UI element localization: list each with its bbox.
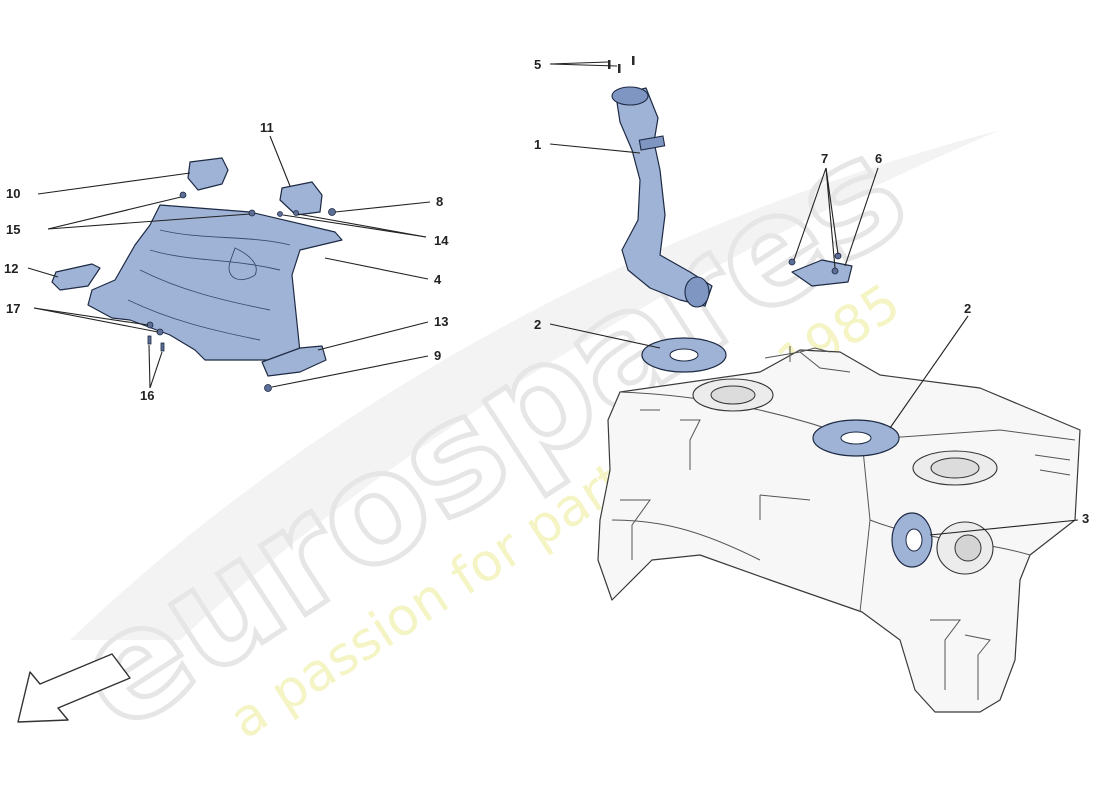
heat-shield-contour [127, 229, 291, 341]
heat-shield-assembly [51, 157, 343, 392]
leader-2a [549, 323, 661, 349]
leader-14b [297, 213, 427, 238]
nut-8 [328, 208, 336, 216]
nut-14a [277, 211, 283, 217]
bolt-16a [147, 335, 152, 345]
leader-7b [825, 167, 839, 255]
nut-7a [788, 258, 796, 266]
nut-15a [179, 191, 187, 199]
leader-lines [27, 61, 1079, 536]
leader-7c [825, 167, 836, 269]
leader-17a [33, 307, 149, 326]
fuel-tank-body [597, 349, 1081, 713]
screw-5b [618, 64, 621, 73]
filler-neck-clamp [638, 135, 666, 151]
leader-6 [844, 167, 879, 267]
leader-15b [47, 213, 251, 230]
tank-pump-ring-left-inner [710, 385, 756, 405]
callout-6: 6 [875, 151, 882, 166]
callout-14: 14 [434, 233, 449, 248]
leader-8 [334, 201, 431, 213]
callout-13: 13 [434, 314, 448, 329]
callout-2-right: 2 [964, 301, 971, 316]
fuel-tank [597, 346, 1081, 713]
shield-11 [279, 181, 323, 216]
tank-pump-ring-right-inner [930, 457, 980, 479]
callout-10: 10 [6, 186, 20, 201]
leader-17b [33, 307, 159, 333]
bolt-9 [264, 384, 272, 392]
fasteners-group [146, 191, 336, 392]
leader-16a [148, 344, 151, 389]
callout-8: 8 [436, 194, 443, 209]
tank-side-port-inner [954, 534, 982, 562]
gasket-2-on-tank-hole [840, 431, 872, 445]
leader-4 [324, 257, 429, 280]
leader-2b [889, 315, 969, 429]
bolt-16b [160, 342, 165, 352]
nut-15b [248, 209, 256, 217]
leader-10 [37, 172, 191, 195]
leader-9 [271, 355, 429, 388]
callout-4: 4 [434, 272, 442, 287]
screw-5c [632, 56, 635, 65]
nut-7c [831, 267, 839, 275]
callout-2-left: 2 [534, 317, 541, 332]
leader-13 [317, 321, 429, 351]
direction-arrow [17, 653, 131, 723]
leader-14a [282, 214, 427, 238]
leader-1 [549, 143, 641, 154]
leader-12 [27, 267, 59, 278]
gaskets [641, 337, 727, 373]
leader-11 [269, 135, 291, 187]
callout-1: 1 [534, 137, 541, 152]
filler-hose-clamp [684, 276, 710, 308]
screw-5a [608, 60, 611, 69]
callout-16: 16 [140, 388, 154, 403]
watermark-swoosh [70, 130, 1000, 640]
callout-7: 7 [821, 151, 828, 166]
filler-neck-assembly [608, 56, 713, 308]
gasket-2-loose-hole [669, 348, 699, 362]
shield-13 [261, 345, 327, 377]
callout-17: 17 [6, 301, 20, 316]
callout-9: 9 [434, 348, 441, 363]
shield-12 [51, 263, 101, 291]
leader-5a [549, 61, 609, 65]
callout-3: 3 [1082, 511, 1089, 526]
callout-15: 15 [6, 222, 20, 237]
leader-5b [549, 63, 618, 67]
callout-11: 11 [260, 120, 274, 135]
filler-cap-flange [611, 86, 649, 106]
screws-5 [608, 56, 635, 73]
leader-15a [47, 196, 182, 230]
nut-14b [293, 210, 299, 216]
leader-7a [793, 167, 827, 261]
leader-16b [149, 351, 163, 389]
tank-vent-hoses [764, 346, 851, 373]
cover-plate-6 [791, 259, 853, 287]
callout-12: 12 [4, 261, 18, 276]
callout-labels: 1 2 2 3 4 5 6 7 8 9 10 11 12 13 14 15 16… [4, 57, 1089, 526]
shield-10 [187, 157, 229, 191]
callout-5: 5 [534, 57, 541, 72]
heat-shield-panel [87, 204, 343, 361]
fuel-tank-ribs [620, 409, 1071, 700]
gasket-3-hole [905, 528, 923, 552]
leader-3 [929, 519, 1079, 536]
